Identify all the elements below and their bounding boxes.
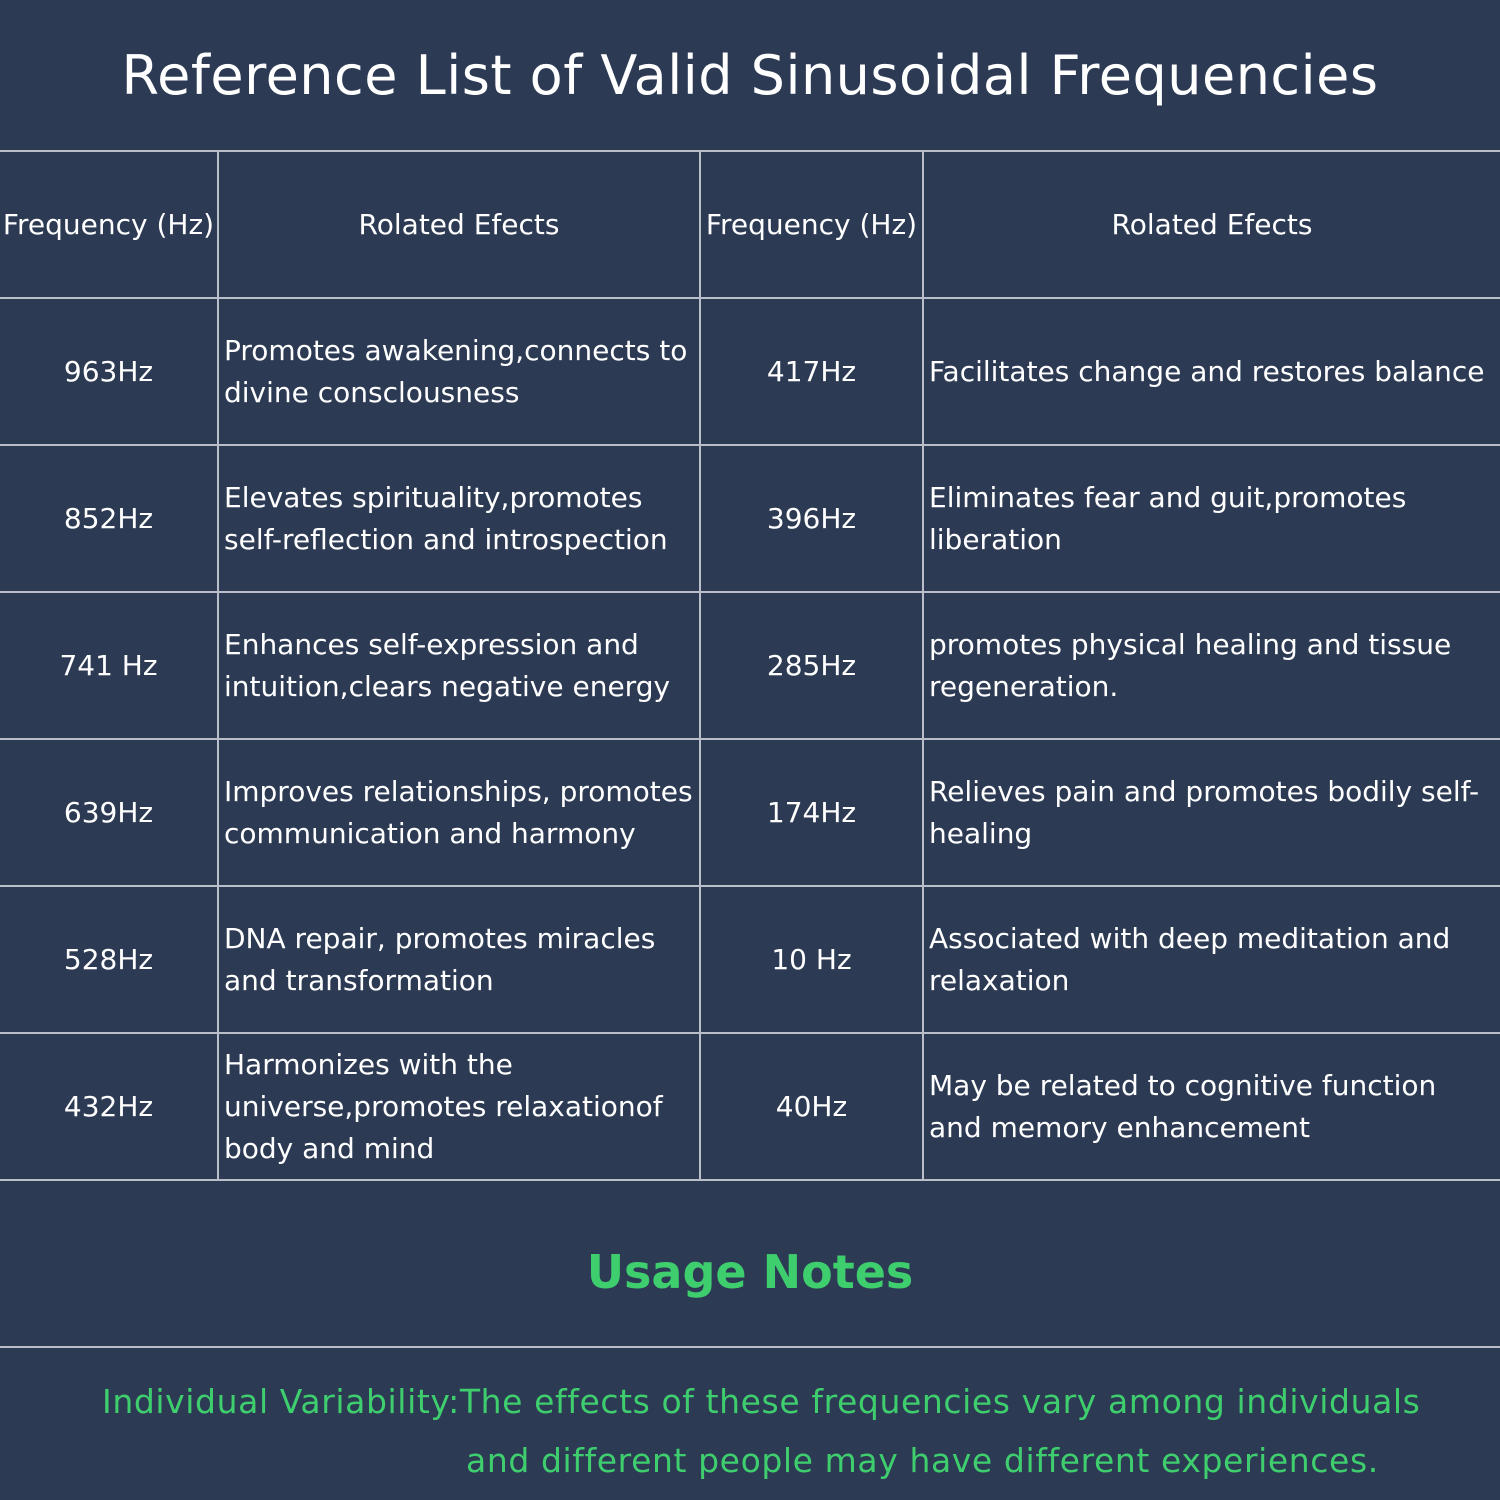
page-title: Reference List of Valid Sinusoidal Frequ… (121, 43, 1379, 107)
frequency-cell: 285Hz (699, 591, 924, 740)
frequency-cell: 396Hz (699, 444, 924, 593)
frequency-cell: 528Hz (0, 885, 219, 1034)
table-row: 528Hz DNA repair, promotes miracles and … (0, 885, 1500, 1034)
effect-cell: Promotes awakening,connects to divine co… (217, 297, 701, 446)
usage-notes-heading: Usage Notes (0, 1198, 1500, 1348)
effect-cell: Eliminates fear and guit,promotes libera… (922, 444, 1500, 593)
frequency-cell: 40Hz (699, 1032, 924, 1181)
table-row: 639Hz Improves relationships, promotes c… (0, 738, 1500, 887)
header-frequency-left: Frequency (Hz) (0, 150, 219, 299)
usage-notes-line-1: Individual Variability:The effects of th… (102, 1382, 1421, 1421)
effect-cell: Facilitates change and restores balance (922, 297, 1500, 446)
usage-notes-text: Individual Variability:The effects of th… (0, 1372, 1500, 1490)
table-header-row: Frequency (Hz) Rolated Efects Frequency … (0, 150, 1500, 299)
frequency-cell: 174Hz (699, 738, 924, 887)
effect-cell: Elevates spirituality,promotes self-refl… (217, 444, 701, 593)
usage-notes-line-2: and different people may have different … (466, 1441, 1379, 1480)
table-row: 852Hz Elevates spirituality,promotes sel… (0, 444, 1500, 593)
table-row: 432Hz Harmonizes with the universe,promo… (0, 1032, 1500, 1181)
header-effects-right: Rolated Efects (922, 150, 1500, 299)
frequency-cell: 432Hz (0, 1032, 219, 1181)
effect-cell: Enhances self-expression and intuition,c… (217, 591, 701, 740)
effect-cell: promotes physical healing and tissue reg… (922, 591, 1500, 740)
frequency-cell: 963Hz (0, 297, 219, 446)
frequency-cell: 10 Hz (699, 885, 924, 1034)
frequency-table: Frequency (Hz) Rolated Efects Frequency … (0, 150, 1500, 1181)
frequency-cell: 852Hz (0, 444, 219, 593)
frequency-cell: 741 Hz (0, 591, 219, 740)
effect-cell: DNA repair, promotes miracles and transf… (217, 885, 701, 1034)
header-frequency-right: Frequency (Hz) (699, 150, 924, 299)
table-row: 741 Hz Enhances self-expression and intu… (0, 591, 1500, 740)
table-row: 963Hz Promotes awakening,connects to div… (0, 297, 1500, 446)
effect-cell: Harmonizes with the universe,promotes re… (217, 1032, 701, 1181)
frequency-cell: 417Hz (699, 297, 924, 446)
effect-cell: May be related to cognitive function and… (922, 1032, 1500, 1181)
frequency-cell: 639Hz (0, 738, 219, 887)
header-effects-left: Rolated Efects (217, 150, 701, 299)
effect-cell: Improves relationships, promotes communi… (217, 738, 701, 887)
effect-cell: Relieves pain and promotes bodily self-h… (922, 738, 1500, 887)
effect-cell: Associated with deep meditation and rela… (922, 885, 1500, 1034)
